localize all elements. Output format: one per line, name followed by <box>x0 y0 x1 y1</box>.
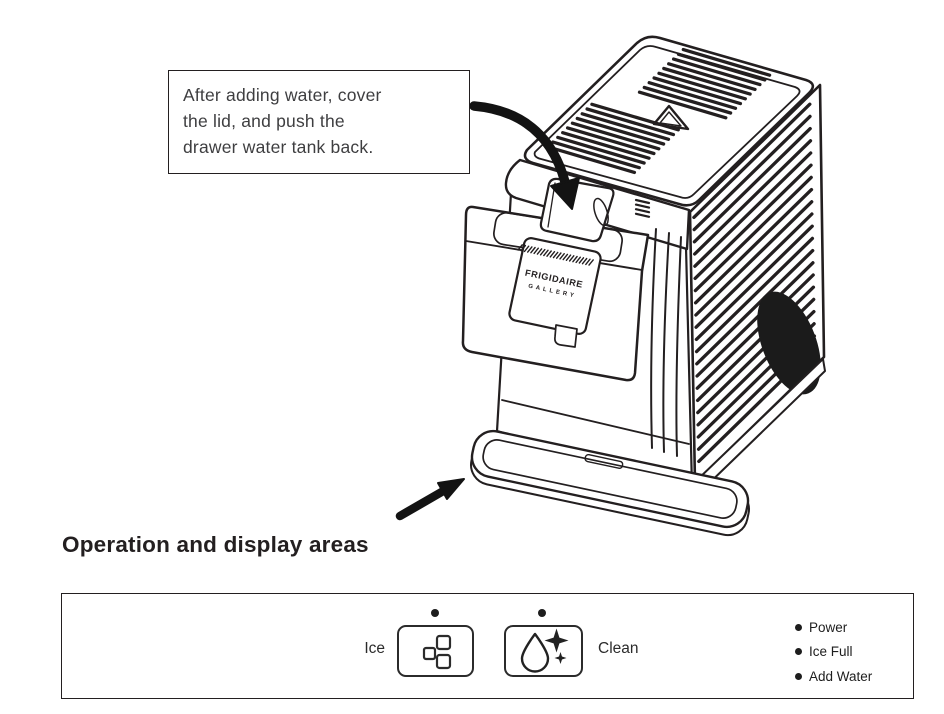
tray-arrow <box>395 478 465 521</box>
indicator-row: Ice Full <box>795 640 872 665</box>
tray-notch <box>584 453 624 470</box>
clean-led-indicator <box>538 609 546 617</box>
callout-line: drawer water tank back. <box>183 137 374 157</box>
warning-triangle-icon <box>652 104 690 131</box>
front-corner-ribs <box>650 228 682 457</box>
ice-cubes-icon <box>422 634 451 670</box>
device-top-face <box>523 35 815 207</box>
ice-led-indicator <box>431 609 439 617</box>
power-led-icon <box>795 623 802 631</box>
front-seam <box>501 399 690 445</box>
indicator-label: Add Water <box>809 668 873 684</box>
curved-arrow <box>469 101 580 210</box>
indicator-label: Power <box>809 619 848 635</box>
indicator-row: Power <box>795 615 872 640</box>
drip-tray <box>470 429 750 537</box>
clean-button-label: Clean <box>598 640 639 657</box>
callout-line: the lid, and push the <box>183 111 345 131</box>
water-drop-sparkles-icon <box>520 628 568 673</box>
indicator-row: Add Water <box>795 664 872 689</box>
band-vent-dashes <box>634 198 651 218</box>
section-heading: Operation and display areas <box>62 532 369 557</box>
ice-full-led-icon <box>795 648 802 656</box>
callout-line: After adding water, cover <box>183 85 382 105</box>
add-water-led-icon <box>795 672 802 680</box>
side-vent-slats <box>692 102 817 464</box>
ice-button-label: Ice <box>364 640 385 657</box>
clean-button <box>504 625 583 677</box>
ice-button <box>397 625 474 677</box>
indicator-legend: Power Ice Full Add Water <box>795 615 872 689</box>
brand-panel: FRIGIDAIRE GALLERY <box>508 237 602 348</box>
indicator-label: Ice Full <box>809 644 853 660</box>
panel-tab <box>554 324 578 348</box>
side-mesh-vent <box>757 291 821 395</box>
device-side-face <box>688 83 826 485</box>
callout-box: After adding water, cover the lid, and p… <box>168 70 470 174</box>
top-vent-slats <box>546 47 772 175</box>
control-panel-box: Ice Clean Power Ice Full Ad <box>61 593 914 699</box>
brand-panel-hatch <box>517 244 594 266</box>
